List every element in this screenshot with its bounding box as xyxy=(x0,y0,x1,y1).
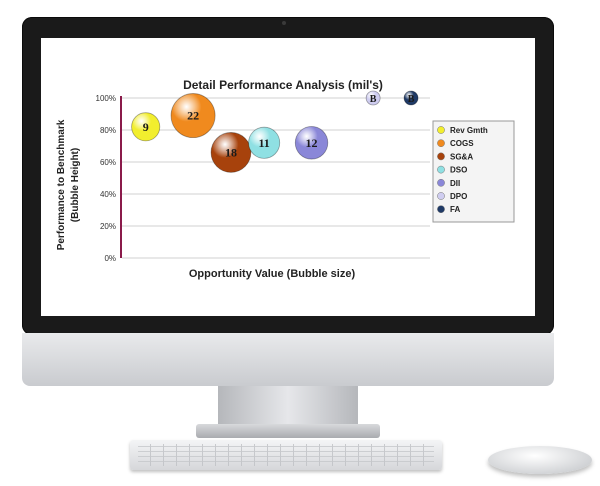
legend-entry: SG&A xyxy=(450,152,473,161)
bubble-label: B xyxy=(408,94,415,105)
bubble-label: 22 xyxy=(187,109,199,123)
x-axis-label: Opportunity Value (Bubble size) xyxy=(189,268,356,280)
bubble-sg-a xyxy=(210,132,252,173)
legend-entry: FA xyxy=(450,205,460,214)
legend-marker xyxy=(437,192,445,200)
bubble-label: B xyxy=(370,94,377,105)
chart-title: Detail Performance Analysis (mil's) xyxy=(183,78,383,92)
legend-marker xyxy=(437,126,445,134)
legend-marker xyxy=(437,205,445,214)
y-tick-label: 0% xyxy=(104,254,116,263)
bubble-label: 12 xyxy=(306,136,318,150)
legend-marker xyxy=(437,139,445,148)
bubble-label: 9 xyxy=(143,120,149,134)
bubbles: 9 22 18 11 12 B B xyxy=(131,90,419,173)
bubble-cogs xyxy=(170,93,216,139)
y-tick-labels: 0% 20% 40% 60% 80% 100% xyxy=(96,94,116,263)
legend-entry: DII xyxy=(450,179,460,188)
mouse xyxy=(488,446,592,474)
bubble-label: 18 xyxy=(225,145,237,159)
legend-marker xyxy=(437,152,445,161)
y-tick-label: 40% xyxy=(100,190,116,199)
keyboard-keys xyxy=(138,444,434,466)
legend-marker xyxy=(437,178,445,187)
monitor-stand xyxy=(218,386,358,426)
bubble-dii xyxy=(294,126,329,160)
bubble-fa xyxy=(403,90,419,106)
legend-marker xyxy=(437,165,445,174)
camera-dot xyxy=(282,21,286,25)
y-axis-label: Performance to Benchmark xyxy=(56,119,67,250)
y-tick-label: 80% xyxy=(100,126,116,135)
legend-entry: DPO xyxy=(450,192,467,201)
bubble-dso xyxy=(248,126,281,159)
legend-entry: Rev Gmth xyxy=(450,126,488,135)
y-axis-label-sub: (Bubble Height) xyxy=(70,148,81,222)
y-tick-label: 60% xyxy=(100,158,116,167)
monitor-chin xyxy=(22,333,554,386)
bubble-label: 11 xyxy=(258,136,269,150)
bubble-dpo xyxy=(365,90,381,106)
y-tick-label: 100% xyxy=(96,94,116,103)
bubble-rev-gmth xyxy=(131,112,161,142)
legend-entry: DSO xyxy=(450,166,467,175)
legend-box xyxy=(432,120,515,223)
legend-entry: COGS xyxy=(450,139,474,148)
y-tick-label: 20% xyxy=(100,222,116,231)
monitor-stand-base xyxy=(196,424,380,438)
